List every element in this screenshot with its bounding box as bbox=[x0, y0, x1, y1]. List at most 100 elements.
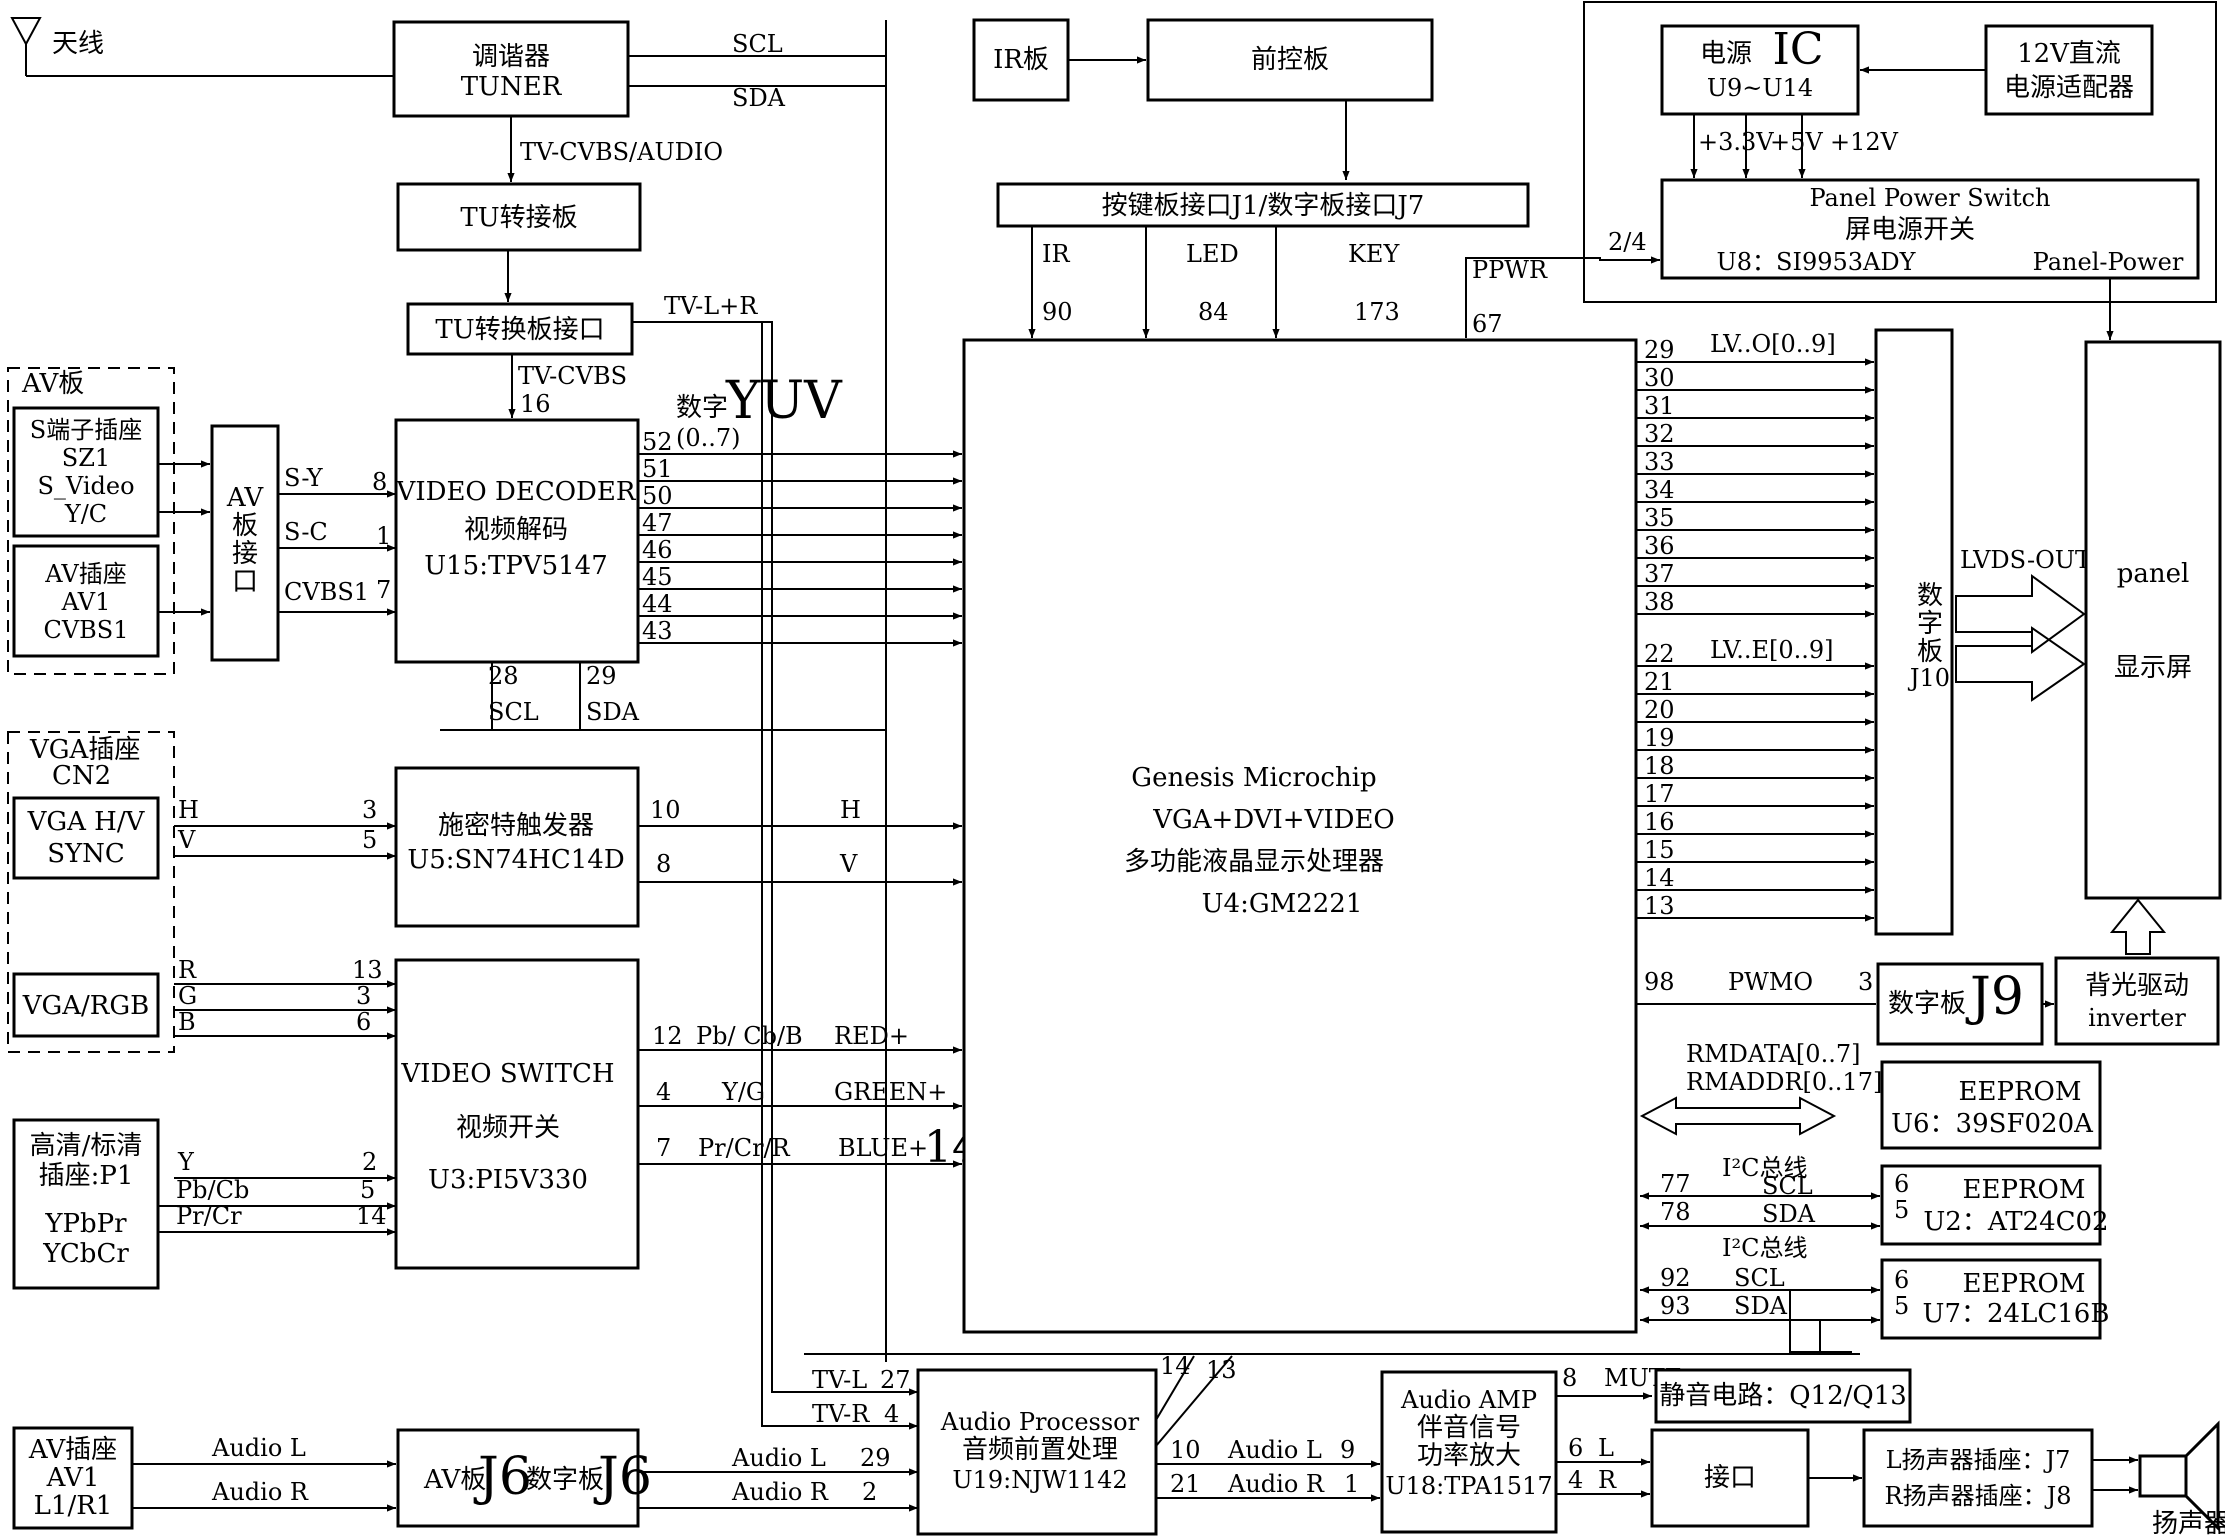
decoder-out-pin: 47 bbox=[642, 509, 673, 537]
decoder-out-pin: 50 bbox=[642, 482, 673, 510]
av-board-title: AV板 bbox=[21, 369, 84, 399]
hd-label-2: 插座:P1 bbox=[39, 1161, 134, 1191]
vs-pin-4: 4 bbox=[656, 1078, 671, 1106]
genesis-lvds-pin: 36 bbox=[1644, 532, 1675, 560]
genesis-label-1: Genesis Microchip bbox=[1131, 763, 1376, 793]
yuv-big-label: YUV bbox=[725, 371, 843, 431]
schmitt-box bbox=[394, 766, 640, 928]
eeprom-u7-box bbox=[1880, 1258, 2102, 1340]
audio-proc-label-3: U19:NJW1142 bbox=[952, 1466, 1127, 1494]
vs-sig-blue: Pr/Cr/R bbox=[698, 1134, 791, 1162]
genesis-label-4: U4:GM2221 bbox=[1202, 889, 1363, 919]
mute-circuit-box bbox=[1654, 1368, 1912, 1424]
av-iface-l3: 接 bbox=[232, 539, 258, 569]
pin-28: 28 bbox=[488, 662, 519, 690]
genesis-lvds-pin: 16 bbox=[1644, 808, 1675, 836]
genesis-lvds-pin: 35 bbox=[1644, 504, 1675, 532]
pin-5: 5 bbox=[362, 826, 377, 854]
amp-label-4: U18:TPA1517 bbox=[1385, 1472, 1552, 1500]
v-label: V bbox=[177, 826, 196, 854]
j10-label-1: 数 bbox=[1917, 581, 1943, 611]
backlight-label-1: 背光驱动 bbox=[2085, 971, 2189, 1001]
genesis-chip-box bbox=[962, 338, 1638, 1334]
decoder-out-pin: 43 bbox=[642, 617, 673, 645]
pin-hd2: 2 bbox=[362, 1148, 377, 1176]
genesis-lvds-pin: 13 bbox=[1644, 892, 1675, 920]
tuner-out-label: TV-CVBS/AUDIO bbox=[520, 138, 723, 166]
pin-amp1: 1 bbox=[1344, 1470, 1359, 1498]
vga-hv-l1: VGA H/V bbox=[27, 807, 146, 837]
hd-input-box bbox=[12, 1118, 160, 1290]
decoder-out-pin: 44 bbox=[642, 590, 673, 618]
front-panel-box bbox=[1146, 18, 1434, 102]
hd-label-4: YCbCr bbox=[42, 1239, 129, 1269]
adapter-label-1: 12V直流 bbox=[2017, 39, 2121, 69]
ap-audio-l-label: Audio L bbox=[731, 1444, 826, 1472]
genesis-lvds-pin: 15 bbox=[1644, 836, 1675, 864]
v5-label: +5V bbox=[1770, 128, 1823, 156]
audio-r-label: Audio R bbox=[211, 1478, 309, 1506]
pwm-pin-3: 3 bbox=[1858, 968, 1873, 996]
lvds-out-arrow-2 bbox=[1955, 626, 2086, 702]
power-ic-part: U9~U14 bbox=[1707, 74, 1813, 102]
vga-title-2: CN2 bbox=[52, 761, 111, 791]
s-c-label: S-C bbox=[284, 518, 328, 546]
green-label: GREEN+ bbox=[834, 1078, 947, 1106]
decoder-scl-label: SCL bbox=[488, 698, 539, 726]
panel-power-switch-box bbox=[1660, 178, 2200, 280]
schmitt-label-2: U5:SN74HC14D bbox=[407, 845, 624, 875]
decoder-out-pin: 51 bbox=[642, 455, 673, 483]
red-label: RED+ bbox=[834, 1022, 909, 1050]
tv-r-line bbox=[632, 321, 908, 1427]
vswitch-label-1: VIDEO SWITCH bbox=[400, 1059, 614, 1089]
switch-label-4: Panel-Power bbox=[2033, 248, 2184, 276]
v33-label: +3.3V bbox=[1698, 128, 1774, 156]
yuv-label: 数字 bbox=[676, 393, 728, 423]
connector-box bbox=[1650, 1428, 1810, 1528]
panel-box bbox=[2084, 340, 2222, 900]
genesis-lvds-pin: 37 bbox=[1644, 560, 1675, 588]
antenna-label: 天线 bbox=[52, 29, 104, 59]
v-out-label: V bbox=[839, 850, 858, 878]
vs-pin-7: 7 bbox=[656, 1134, 671, 1162]
j6-big-1: J6 bbox=[473, 1447, 532, 1507]
ir-signal-label: IR bbox=[1042, 240, 1070, 268]
pin-92: 92 bbox=[1660, 1264, 1691, 1292]
av-jack-l2: AV1 bbox=[61, 588, 111, 616]
i2c-2-title: I²C总线 bbox=[1722, 1234, 1807, 1262]
vga-hv-l2: SYNC bbox=[47, 839, 125, 869]
rm-bus-arrow bbox=[1639, 1096, 1837, 1136]
pin-hd5: 5 bbox=[360, 1176, 375, 1204]
av-iface-l1: AV bbox=[226, 483, 264, 513]
pin-amp4: 4 bbox=[1568, 1466, 1583, 1494]
amp-label-3: 功率放大 bbox=[1417, 1441, 1521, 1471]
rmaddr-label: RMADDR[0..17] bbox=[1686, 1068, 1882, 1096]
pin-amp9: 9 bbox=[1340, 1436, 1355, 1464]
decoder-label-2: 视频解码 bbox=[464, 515, 568, 545]
keyboard-iface-label: 按键板接口J1/数字板接口J7 bbox=[1102, 191, 1425, 221]
mute-circuit-label: 静音电路：Q12/Q13 bbox=[1659, 1381, 1907, 1411]
vswitch-label-2: 视频开关 bbox=[456, 1113, 560, 1143]
genesis-lvds-pin: 19 bbox=[1644, 724, 1675, 752]
i2c-2-sda: SDA bbox=[1734, 1292, 1788, 1320]
keyboard-iface-box bbox=[996, 182, 1530, 228]
pin-amp8: 8 bbox=[1562, 1364, 1577, 1392]
s-terminal-l4: Y/C bbox=[64, 500, 107, 528]
pwmo-label: PWMO bbox=[1728, 968, 1813, 996]
r-label: R bbox=[178, 956, 197, 984]
genesis-lvds-pin: 17 bbox=[1644, 780, 1675, 808]
u7-pin-6: 6 bbox=[1894, 1266, 1909, 1294]
av-iface-l4: 口 bbox=[232, 567, 258, 597]
adapter-box bbox=[1984, 24, 2154, 116]
switch-label-1: Panel Power Switch bbox=[1809, 184, 2050, 212]
speaker-label: 扬声器 bbox=[2152, 1509, 2225, 1536]
j6-av-label: AV板 bbox=[423, 1465, 486, 1495]
genesis-lvds-pin: 31 bbox=[1644, 392, 1675, 420]
decoder-out-pin: 45 bbox=[642, 563, 673, 591]
j10-label-2: 字 bbox=[1917, 609, 1943, 639]
pin-98: 98 bbox=[1644, 968, 1675, 996]
vswitch-label-3: U3:PI5V330 bbox=[428, 1165, 588, 1195]
i2c-slash-1 bbox=[1155, 1355, 1195, 1421]
av-iface-box bbox=[210, 424, 280, 662]
